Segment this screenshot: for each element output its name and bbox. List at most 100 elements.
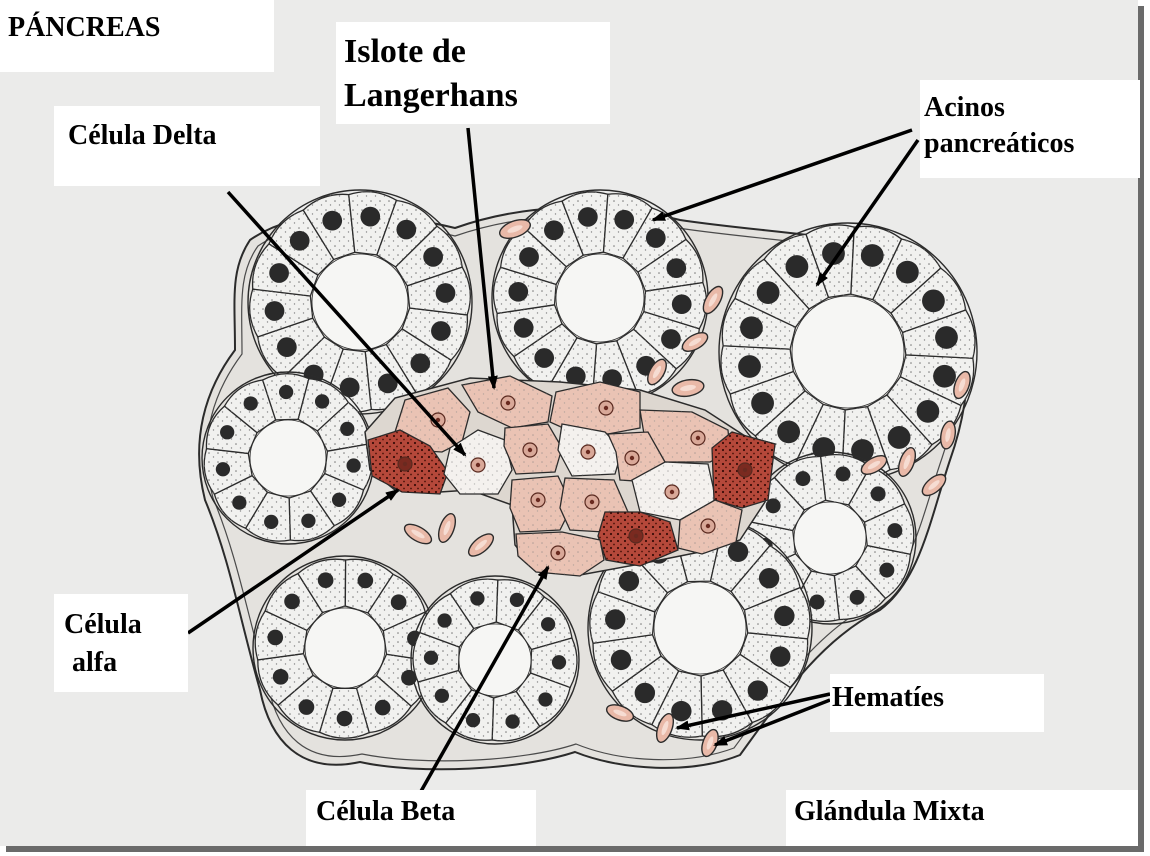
beta-nucleolus [604,406,608,410]
acinar-nucleus [514,318,534,338]
acinar-nucleus [470,591,484,605]
acinar-nucleus [264,515,278,529]
acinar-nucleus [757,281,780,304]
acinar-nucleus [290,231,310,251]
acinar-nucleus [786,255,809,278]
beta-nucleolus [506,401,510,405]
acinar-nucleus [728,542,748,562]
acinus-lumen [794,502,866,574]
glandula-label: Glándula Mixta [786,790,1138,846]
acinar-nucleus [337,711,353,727]
acinar-nucleus [887,523,902,538]
acinar-nucleus [267,630,283,646]
acinar-nucleus [358,573,374,589]
acinus-lumen [654,582,746,674]
acinar-nucleus [265,301,285,321]
acinar-nucleus [244,396,258,410]
acinar-nucleus [519,247,539,267]
acinar-nucleus [437,613,451,627]
title-text: PÁNCREAS [8,12,274,44]
acinar-nucleus [661,329,681,349]
beta-nucleolus [528,448,532,452]
acinar-nucleus [544,220,564,240]
acinar-nucleus [666,258,686,278]
acinar-nucleus [770,646,790,666]
acinar-nucleus [284,594,300,610]
acinar-nucleus [346,458,360,472]
alfa-label: Célula alfa [54,594,188,692]
acinar-nucleus [774,606,794,626]
acinar-nucleus [391,594,407,610]
acinar-nucleus [505,714,519,728]
beta-nucleolus [706,524,710,528]
acinar-nucleus [861,244,884,267]
acinar-nucleus [552,655,566,669]
acinos-line-2: pancreáticos [924,126,1140,162]
acinar-nucleus [423,247,443,267]
delta-text: Célula Delta [68,120,320,152]
hematies-label: Hematíes [830,674,1044,732]
acinar-nucleus [605,609,625,629]
alpha-nucleolus [743,468,747,472]
acinar-nucleus [301,514,315,528]
acinar-nucleus [424,651,438,665]
beta-text: Célula Beta [316,796,536,828]
alpha-nucleolus [634,534,638,538]
acinar-nucleus [508,282,528,302]
acinar-nucleus [759,568,779,588]
islote-line-2: Langerhans [344,74,610,118]
acinar-nucleus [332,493,346,507]
acinar-nucleus [435,689,449,703]
acinar-nucleus [578,207,598,227]
acinar-nucleus [672,294,692,314]
acinos-label: Acinos pancreáticos [920,80,1140,178]
acinar-nucleus [431,321,451,341]
acinar-nucleus [269,263,289,283]
acinar-nucleus [410,353,430,373]
alfa-line-2: alfa [64,644,188,682]
islote-label: Islote de Langerhans [336,22,610,124]
acinar-nucleus [795,471,810,486]
islote-line-1: Islote de [344,30,610,74]
acinar-nucleus [466,713,480,727]
acinar-nucleus [835,467,850,482]
acinar-nucleus [917,400,940,423]
acinar-nucleus [273,669,289,685]
delta-label: Célula Delta [54,106,320,186]
acinar-nucleus [810,594,825,609]
acinar-nucleus [220,425,234,439]
acinar-nucleus [671,701,691,721]
beta-nucleolus [630,456,634,460]
acinar-nucleus [635,683,655,703]
acinar-nucleus [614,210,634,230]
acinar-nucleus [748,680,768,700]
hematies-text: Hematíes [832,682,1044,714]
title-label: PÁNCREAS [0,0,274,72]
delta-nucleolus [586,450,590,454]
acinus-lumen [305,608,385,688]
acinar-nucleus [277,337,297,357]
acinar-nucleus [738,355,761,378]
delta-nucleolus [670,490,674,494]
acinar-nucleus [619,571,639,591]
beta-nucleolus [590,500,594,504]
glandula-text: Glándula Mixta [794,796,1138,828]
acinar-nucleus [318,572,334,588]
acinos-line-1: Acinos [924,90,1140,126]
acinar-nucleus [879,563,894,578]
acinar-nucleus [315,394,329,408]
acinar-nucleus [538,692,552,706]
acinar-nucleus [740,316,763,339]
acinar-nucleus [216,462,230,476]
acinus-lumen [792,296,904,408]
acinar-nucleus [360,207,380,227]
acinar-nucleus [933,365,956,388]
acinar-nucleus [888,426,911,449]
acinus-lumen [556,254,644,342]
acinar-nucleus [611,650,631,670]
acinar-nucleus [436,283,456,303]
acinar-nucleus [850,590,865,605]
diagram-canvas: PÁNCREAS Islote de Langerhans Célula Del… [0,0,1138,846]
beta-nucleolus [536,498,540,502]
